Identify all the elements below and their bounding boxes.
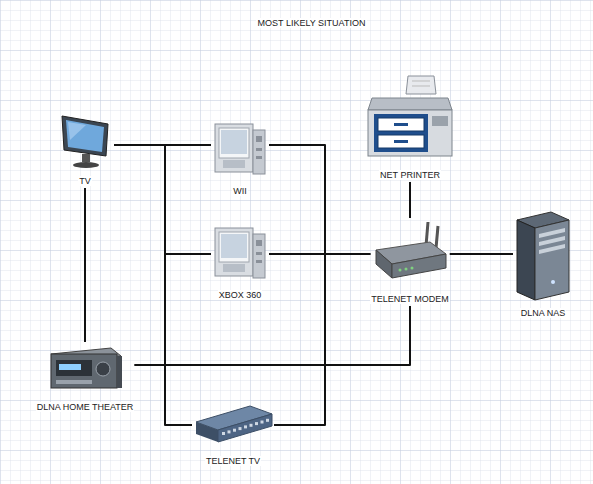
device-label: TELENET MODEM <box>370 294 449 304</box>
console-icon <box>211 220 269 284</box>
device-label: TV <box>78 176 92 186</box>
monitor-icon <box>56 110 114 170</box>
receiver-icon <box>45 342 125 396</box>
console-icon <box>211 116 269 180</box>
set-top-box-device: TELENET TV <box>192 398 274 468</box>
switch-icon <box>192 398 274 450</box>
network-cable <box>274 254 370 425</box>
nas-device: DLNA NAS <box>513 208 573 320</box>
network-cable <box>114 145 211 254</box>
server-icon <box>513 208 573 302</box>
home-theater-device: DLNA HOME THEATER <box>36 342 135 414</box>
tv-device: TV <box>56 110 114 188</box>
network-cable <box>114 145 192 425</box>
device-label: NET PRINTER <box>379 170 441 180</box>
diagram-title-wrap: MOST LIKELY SITUATION <box>0 18 593 28</box>
router-icon <box>372 218 448 288</box>
xbox-device: XBOX 360 <box>211 220 269 302</box>
network-cable <box>409 182 411 218</box>
printer-icon <box>364 72 456 164</box>
diagram-title: MOST LIKELY SITUATION <box>256 18 368 28</box>
network-cable <box>134 306 410 365</box>
printer-device: NET PRINTER <box>364 72 456 182</box>
device-label: DLNA NAS <box>520 308 567 318</box>
network-cable <box>84 188 86 342</box>
device-label: XBOX 360 <box>218 290 263 300</box>
device-label: DLNA HOME THEATER <box>36 402 135 412</box>
network-cable <box>269 145 370 254</box>
wii-device: WII <box>211 116 269 198</box>
device-label: TELENET TV <box>205 456 261 466</box>
modem-device: TELENET MODEM <box>370 218 449 306</box>
network-cable <box>450 253 513 255</box>
device-label: WII <box>232 186 248 196</box>
